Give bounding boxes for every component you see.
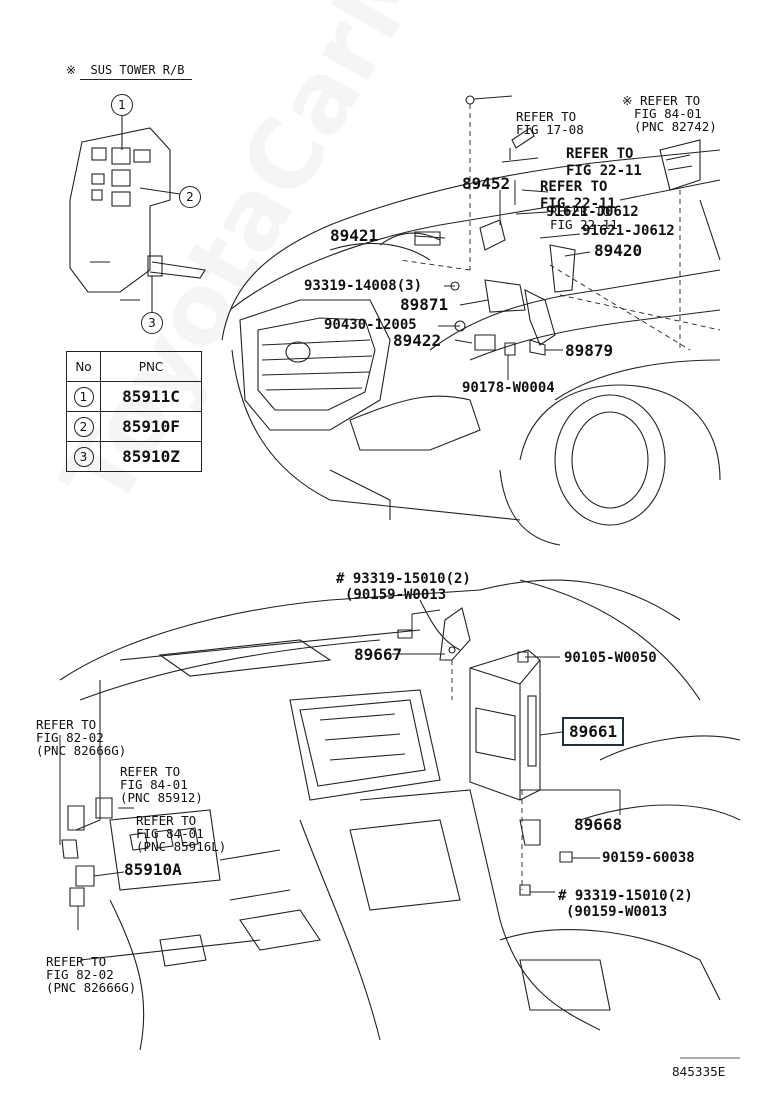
pnc-col-no: No <box>66 351 101 382</box>
part-89668[interactable]: 89668 <box>574 815 623 834</box>
part-89422[interactable]: 89422 <box>393 331 442 350</box>
part-90159-w0013-top[interactable]: (90159-W0013 <box>345 587 447 603</box>
relay-block-drawing <box>69 113 206 312</box>
header-symbol: ※ <box>66 63 77 77</box>
part-93319-15010-bottom[interactable]: # 93319-15010(2) <box>558 888 693 904</box>
relays-drawing <box>61 797 113 907</box>
top-dashed-guides <box>399 104 721 351</box>
sensor-parts-drawing <box>414 95 576 356</box>
row-number: 3 <box>73 447 94 467</box>
part-89421[interactable]: 89421 <box>330 226 379 245</box>
pnc-table-header-row: No PNC <box>66 351 202 382</box>
callout-1: 1 <box>111 94 133 116</box>
part-89420[interactable]: 89420 <box>594 241 643 260</box>
part-93319-15010-top[interactable]: # 93319-15010(2) <box>336 571 471 587</box>
table-row: 3 85910Z <box>66 441 202 472</box>
part-91621-j0612-b[interactable]: 91621-J0612 <box>582 223 675 239</box>
top-leader-lines <box>414 95 591 380</box>
header-title: SUS TOWER R/B <box>90 63 185 77</box>
row-pnc: 85910Z <box>100 441 202 472</box>
row-pnc: 85911C <box>100 381 202 412</box>
table-row: 1 85911C <box>66 381 202 412</box>
part-93319-14008[interactable]: 93319-14008(3) <box>304 278 423 294</box>
dashboard-drawing <box>59 579 741 1051</box>
part-90430-12005[interactable]: 90430-12005 <box>324 317 417 333</box>
table-row: 2 85910F <box>66 411 202 442</box>
pnc-col-pnc: PNC <box>100 351 202 382</box>
bottom-dashed-guides <box>451 660 523 890</box>
part-90159-60038[interactable]: 90159-60038 <box>602 850 695 866</box>
pnc-table: No PNC 1 85911C 2 85910F 3 85910Z <box>66 351 202 472</box>
header-label: ※ SUS TOWER R/B <box>66 64 184 76</box>
part-85910a[interactable]: 85910A <box>124 860 182 879</box>
part-90105-w0050[interactable]: 90105-W0050 <box>564 650 657 666</box>
row-number: 2 <box>73 417 94 437</box>
ecu-box-drawing <box>397 607 573 896</box>
part-89871[interactable]: 89871 <box>400 295 449 314</box>
header-underline <box>80 79 192 80</box>
part-89667[interactable]: 89667 <box>354 645 403 664</box>
part-90159-w0013-bottom[interactable]: (90159-W0013 <box>566 904 668 920</box>
figure-id: 845335E <box>672 1065 726 1079</box>
part-90178-w0004[interactable]: 90178-W0004 <box>462 380 555 396</box>
bottom-leader-lines <box>59 609 621 930</box>
row-number: 1 <box>73 387 94 407</box>
callout-2: 2 <box>179 186 201 208</box>
part-89879[interactable]: 89879 <box>565 341 614 360</box>
part-89661-highlighted[interactable]: 89661 <box>562 717 625 746</box>
part-89452[interactable]: 89452 <box>462 174 511 193</box>
part-91621-j0612-a[interactable]: 91621-J0612 <box>546 204 639 220</box>
callout-3: 3 <box>141 312 163 334</box>
row-pnc: 85910F <box>100 411 202 442</box>
